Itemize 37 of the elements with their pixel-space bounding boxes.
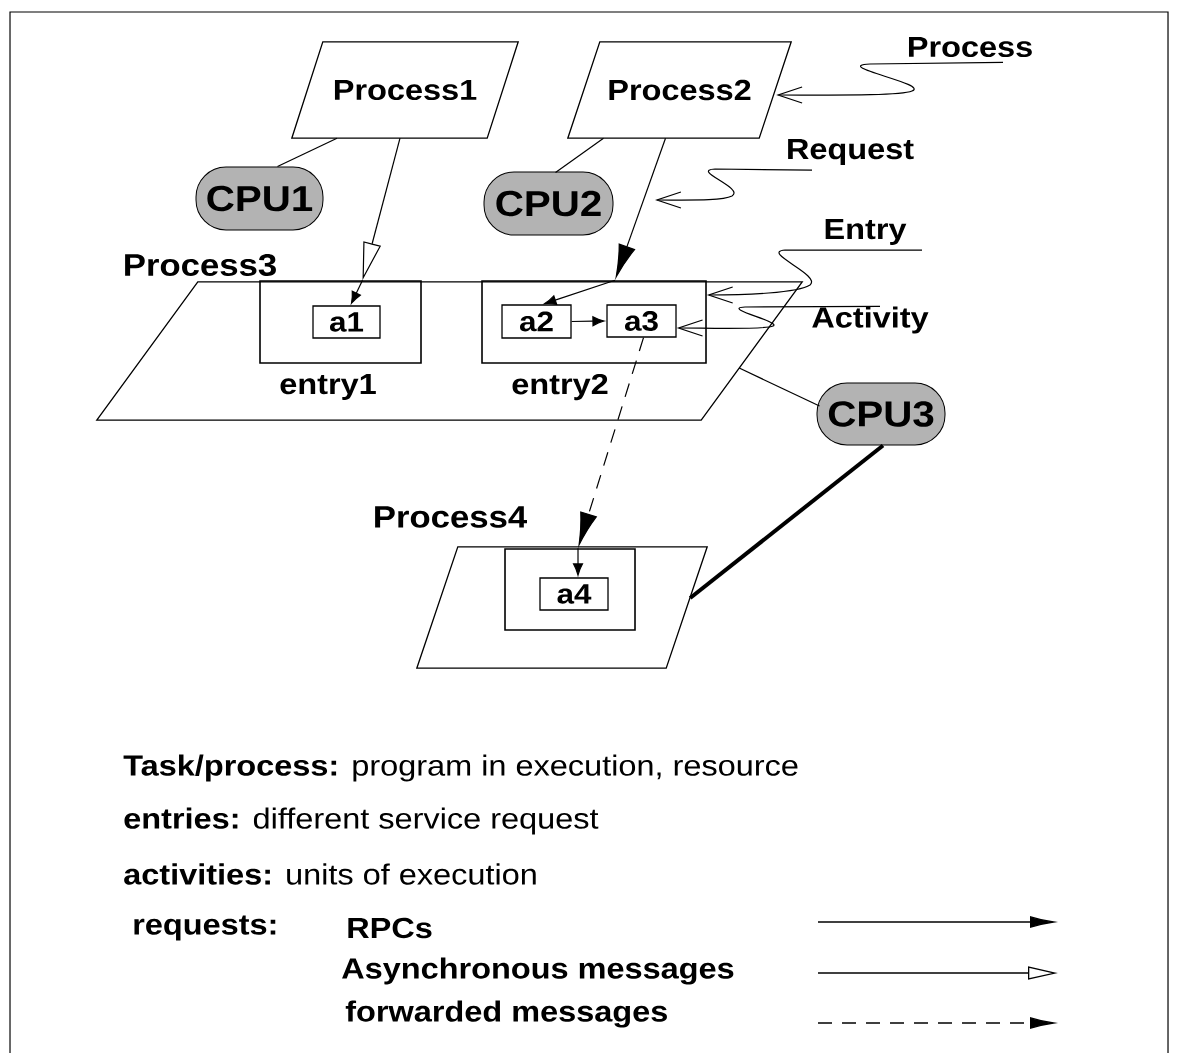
leader-line: [676, 305, 881, 337]
activity-box: a3: [606, 304, 677, 338]
connector-line: [276, 137, 338, 168]
leader-line: [706, 249, 923, 304]
annotation-label: Process: [909, 36, 1032, 58]
process-label: Process3: [125, 254, 276, 276]
annotation-label: Entry: [825, 219, 907, 245]
entry-label: entry1: [280, 374, 376, 400]
cpu-pill: CPU2: [483, 171, 614, 236]
leader-line: [776, 61, 1004, 104]
annotation-label: Activity: [812, 306, 929, 334]
entry-label: entry2: [512, 373, 608, 401]
entry-box: [504, 548, 636, 631]
cpu-pill: CPU1: [195, 166, 324, 231]
process-label: Process4: [375, 506, 527, 528]
activity-box: a1: [312, 305, 381, 339]
legend-label: RPCs: [348, 917, 432, 939]
note-text: Task/process: program in execution, resource: [123, 754, 798, 782]
cpu-pill: CPU3: [816, 382, 946, 446]
note-text: activities: units of execution: [124, 863, 536, 885]
arrow: [578, 337, 645, 546]
arrow: [615, 137, 667, 278]
arrow: [571, 316, 605, 327]
annotation-label: Request: [788, 139, 914, 165]
connector-line: [554, 137, 605, 174]
legend-label: forwarded messages: [345, 1000, 667, 1028]
note-text: requests:: [134, 915, 276, 941]
arrow: [573, 547, 584, 576]
connector-line: [738, 367, 821, 407]
leader-line: [655, 168, 813, 209]
arrow: [544, 279, 616, 305]
note-text: entries: different service request: [124, 807, 599, 835]
activity-box: a2: [501, 304, 572, 339]
activity-box: a4: [539, 577, 609, 611]
arrow: [350, 279, 364, 304]
legend-label: Asynchronous messages: [342, 957, 734, 985]
connector-line: [688, 443, 885, 600]
